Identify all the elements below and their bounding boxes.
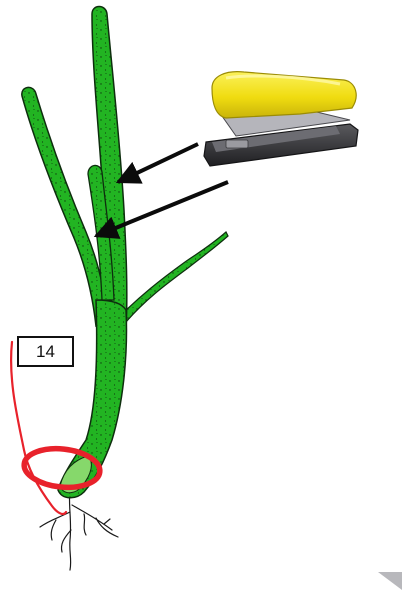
tag-label: 14 [17, 336, 74, 367]
upper-arrow-icon [118, 144, 198, 182]
tag-number: 14 [36, 342, 55, 362]
page-curl-icon [378, 572, 402, 590]
side-branch [118, 232, 228, 322]
stapler-icon [204, 72, 358, 166]
red-ribbon [11, 342, 102, 514]
roots [40, 488, 118, 570]
